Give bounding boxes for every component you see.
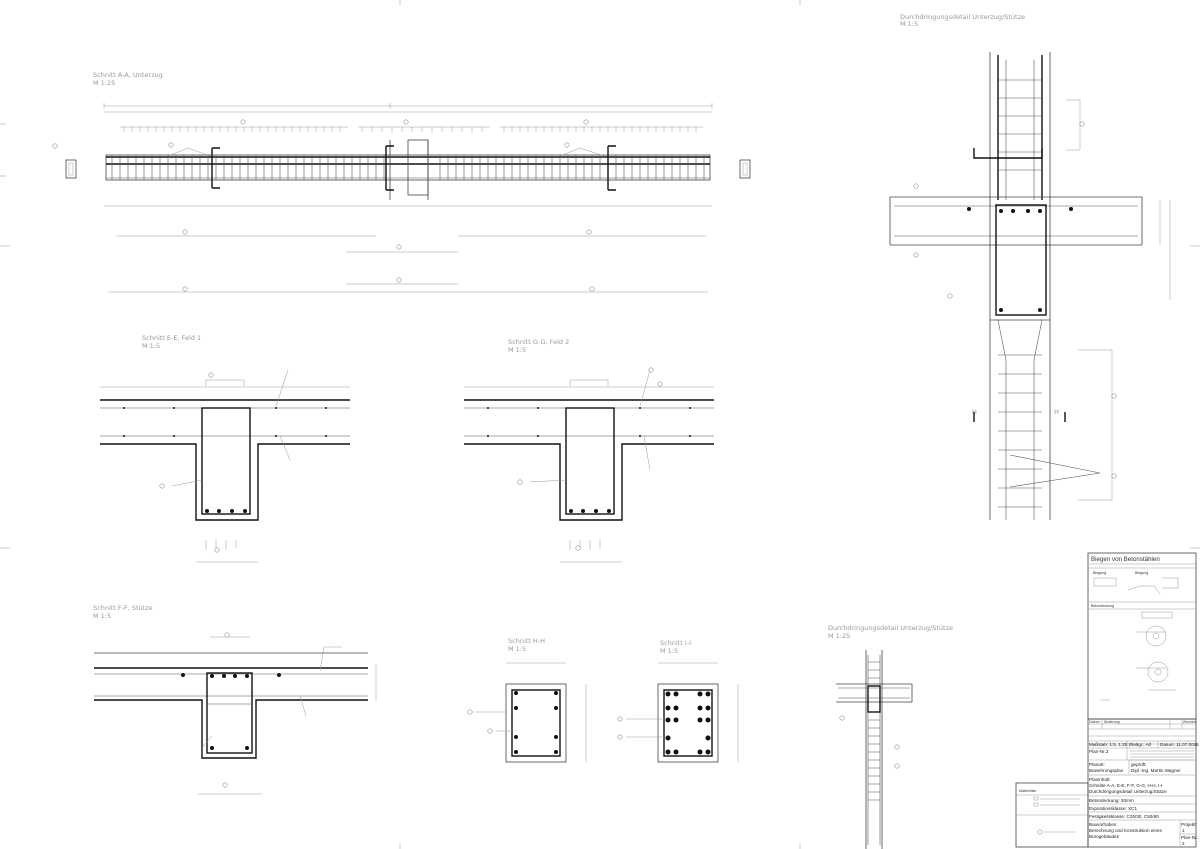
durch-bottom-title: Durchdringungsdetail Unterzug/Stütze (828, 624, 953, 632)
schnitt-ee-scale: M 1:5 (142, 342, 160, 350)
view-durchdringung-bottom: Durchdringungsdetail Unterzug/Stütze M 1… (828, 624, 953, 849)
view-schnitt-gg: Schnitt G-G, Feld 2 M 1:5 (464, 338, 714, 563)
tb-header-aenderung: Änderung (1104, 720, 1120, 724)
tb-plan-no-label: Plan-Nr.: (1089, 749, 1107, 754)
tb-planart: Bewehrungsplan (1089, 768, 1124, 773)
schnitt-gg-title: Schnitt G-G, Feld 2 (508, 338, 569, 346)
legend-cover: Betondeckung (1091, 604, 1114, 608)
title-block: Datum Änderung Zeichen Maßstab: 1:5, 1:2… (1087, 718, 1199, 848)
schnitt-ee-title: Schnitt E-E, Feld 1 (142, 334, 201, 342)
tb-bauvorhaben-label: Bauvorhaben: (1089, 822, 1118, 827)
view-durchdringung-top: Durchdringungsdetail Unterzug/Stütze M 1… (889, 13, 1171, 520)
tb-exposition: Expositionsklasse: XC1 (1089, 806, 1137, 811)
schnitt-hh-title: Schnitt H-H (508, 637, 545, 645)
view-schnitt-ff: Schnitt F-F, Stütze M 1:5 (93, 604, 377, 795)
schnitt-aa-scale: M 1:25 (93, 79, 115, 87)
section-marker-h-left: H (972, 408, 977, 416)
tb-betondeckung: Betondeckung: 30mm (1089, 798, 1134, 803)
view-schnitt-ii: Schnitt I-I M 1:5 (617, 639, 739, 763)
tb-plan-no-2: 2 (1182, 841, 1185, 846)
tb-projekt: 1 (1182, 828, 1185, 833)
tb-checked-by: Dipl.-Ing. Martin Wagner (1131, 768, 1181, 773)
view-schnitt-aa: Schnitt A-A, Unterzug M 1:25 (52, 71, 751, 293)
position-markers (52, 119, 595, 292)
schnitt-ii-title: Schnitt I-I (660, 639, 691, 647)
legend-bending-2: Biegung (1135, 571, 1148, 575)
view-schnitt-ee: Schnitt E-E, Feld 1 M 1:5 (100, 334, 350, 563)
tb-planinhalt-2: Durchdringungsdetail Unterzug/Stütze (1089, 789, 1167, 794)
tb-plan-no: 2 (1106, 749, 1109, 754)
tb-planinhalt-1: Schnitte A-A, E-E, F-F, G-G, H-H, I-I (1089, 783, 1162, 788)
schnitt-hh-scale: M 1:5 (508, 645, 526, 653)
legend-title: Biegen von Betonstählen (1091, 556, 1160, 563)
schnitt-ff-scale: M 1:5 (93, 612, 111, 620)
durch-bottom-scale: M 1:25 (828, 632, 850, 640)
tb-scale: Maßstab: 1:5, 1:25 (1089, 742, 1128, 747)
tb-header-datum: Datum (1089, 720, 1100, 724)
tb-plan-no-label-2: Plan-Nr.: (1181, 835, 1199, 840)
schnitt-aa-title: Schnitt A-A, Unterzug (93, 71, 163, 79)
tb-bauvorhaben-1: Berechnung und Konstruktion eines (1089, 828, 1162, 833)
tb-checked-label: geprüft: (1131, 762, 1147, 767)
tb-header-zeichen: Zeichen (1183, 720, 1196, 724)
legend-bending: Biegung (1093, 571, 1106, 575)
section-marker-h-right: H (1054, 408, 1059, 416)
mattenliste-title: Mattenliste (1019, 789, 1036, 793)
stirrup-ticks (120, 126, 703, 132)
durch-top-title: Durchdringungsdetail Unterzug/Stütze (900, 13, 1025, 21)
tb-planart-label: Planart: (1089, 762, 1105, 767)
schnitt-ii-scale: M 1:5 (660, 647, 678, 655)
schnitt-gg-scale: M 1:5 (508, 346, 526, 354)
durch-top-scale: M 1:5 (900, 20, 918, 28)
tb-bauvorhaben-2: Bürogebäudes (1089, 834, 1120, 839)
view-schnitt-hh: Schnitt H-H M 1:5 (467, 637, 587, 763)
tb-festigkeit: Festigkeitsklasse: C25/30, C50/60 (1089, 814, 1159, 819)
tb-sheet: Blattgr.: A0 (1129, 742, 1152, 747)
tb-planinhalt-label: Planinhalt: (1089, 777, 1110, 782)
schnitt-ff-title: Schnitt F-F, Stütze (93, 604, 153, 612)
mattenliste: Mattenliste (1015, 782, 1089, 848)
tb-date: Datum: 11.07.2016 (1160, 742, 1199, 747)
tb-projekt-label: Projekt: (1181, 822, 1197, 827)
legend-box: Biegen von Betonstählen Betondeckung Bie… (1087, 552, 1197, 720)
